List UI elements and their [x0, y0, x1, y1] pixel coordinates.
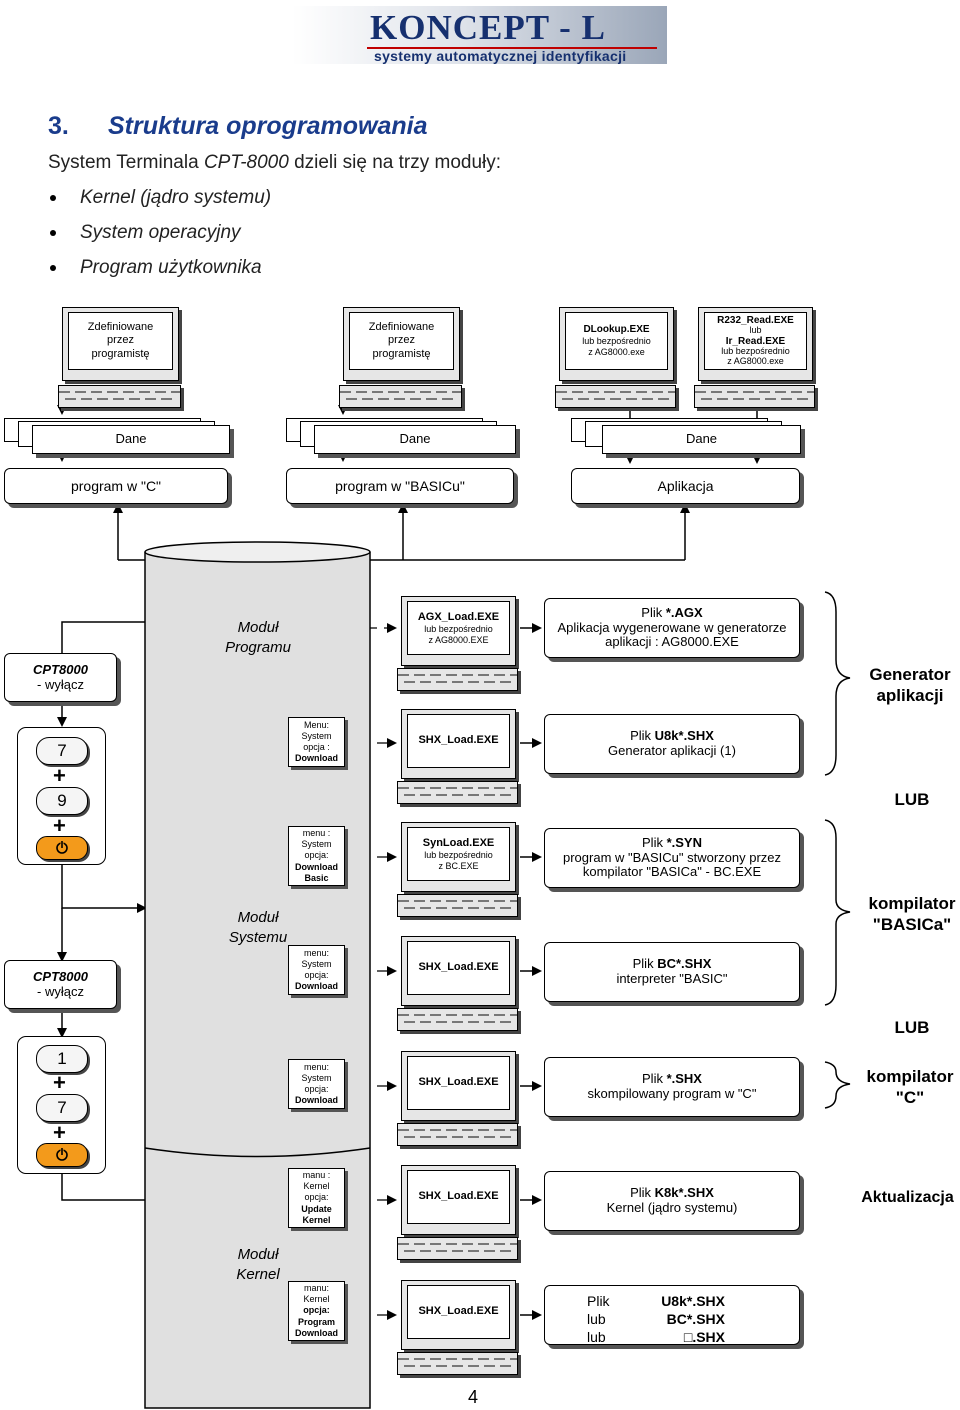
- cpt-power-off-box: CPT8000- wyłącz: [4, 653, 117, 702]
- logo-title: KONCEPT - L: [370, 8, 606, 47]
- keyboard-icon: [397, 1352, 518, 1375]
- keyboard-icon: [58, 385, 181, 408]
- bullet-item: Kernel (jądro systemu): [80, 187, 272, 208]
- computer-monitor: SHX_Load.EXE: [397, 1051, 518, 1146]
- key-button[interactable]: 9: [36, 787, 88, 815]
- bullet-item: System operacyjny: [80, 222, 241, 243]
- computer-monitor: SHX_Load.EXE: [397, 936, 518, 1031]
- section-number: 3.: [48, 112, 69, 140]
- lub-label: LUB: [894, 1018, 930, 1037]
- key-button[interactable]: 7: [36, 1094, 88, 1122]
- page-number: 4: [468, 1387, 479, 1407]
- plus-sign: +: [53, 763, 66, 788]
- program-c-box: program w "C": [4, 468, 228, 504]
- section-title: Struktura oprogramowania: [108, 112, 428, 140]
- computer-monitor: SHX_Load.EXE: [397, 1165, 518, 1260]
- keyboard-icon: [694, 385, 815, 408]
- application-box: Aplikacja: [571, 468, 800, 504]
- keyboard-icon: [397, 781, 518, 804]
- power-icon: [56, 841, 68, 854]
- bullet-item: Program użytkownika: [80, 257, 262, 278]
- data-box: Dane: [32, 425, 230, 454]
- data-box: Dane: [602, 425, 801, 454]
- cpt-power-off-box: CPT8000- wyłącz: [4, 960, 117, 1009]
- c-compiler-label: kompilator"C": [866, 1067, 954, 1108]
- plus-sign: +: [53, 813, 66, 838]
- bullet-dot: [50, 230, 56, 236]
- data-box: Dane: [314, 425, 516, 454]
- plus-sign: +: [53, 1070, 66, 1095]
- lub-label: LUB: [894, 790, 930, 809]
- keyboard-icon: [555, 385, 676, 408]
- keyboard-icon: [397, 1123, 518, 1146]
- plus-sign: +: [53, 1120, 66, 1145]
- company-logo: KONCEPT - L systemy automatycznej identy…: [292, 6, 667, 64]
- update-label: Aktualizacja: [861, 1189, 954, 1206]
- keyboard-icon: [397, 1008, 518, 1031]
- key-button[interactable]: 7: [36, 737, 88, 765]
- keyboard-icon: [397, 894, 518, 917]
- basic-compiler-label: kompilator"BASICa": [868, 894, 956, 935]
- power-icon: [56, 1148, 68, 1161]
- bullet-dot: [50, 265, 56, 271]
- intro-text: System Terminala CPT-8000 dzieli się na …: [48, 152, 502, 173]
- computer-monitor: SHX_Load.EXE: [397, 709, 518, 804]
- key-button[interactable]: 1: [36, 1045, 88, 1073]
- bullet-dot: [50, 195, 56, 201]
- power-key[interactable]: [36, 1143, 88, 1167]
- computer-monitor: SHX_Load.EXE: [397, 1280, 518, 1375]
- keyboard-icon: [339, 385, 462, 408]
- logo-underline: [367, 47, 657, 49]
- program-basic-box: program w "BASICu": [286, 468, 514, 504]
- keyboard-icon: [397, 1237, 518, 1260]
- keyboard-icon: [397, 668, 518, 691]
- power-key[interactable]: [36, 836, 88, 860]
- logo-subtitle: systemy automatycznej identyfikacji: [374, 48, 627, 64]
